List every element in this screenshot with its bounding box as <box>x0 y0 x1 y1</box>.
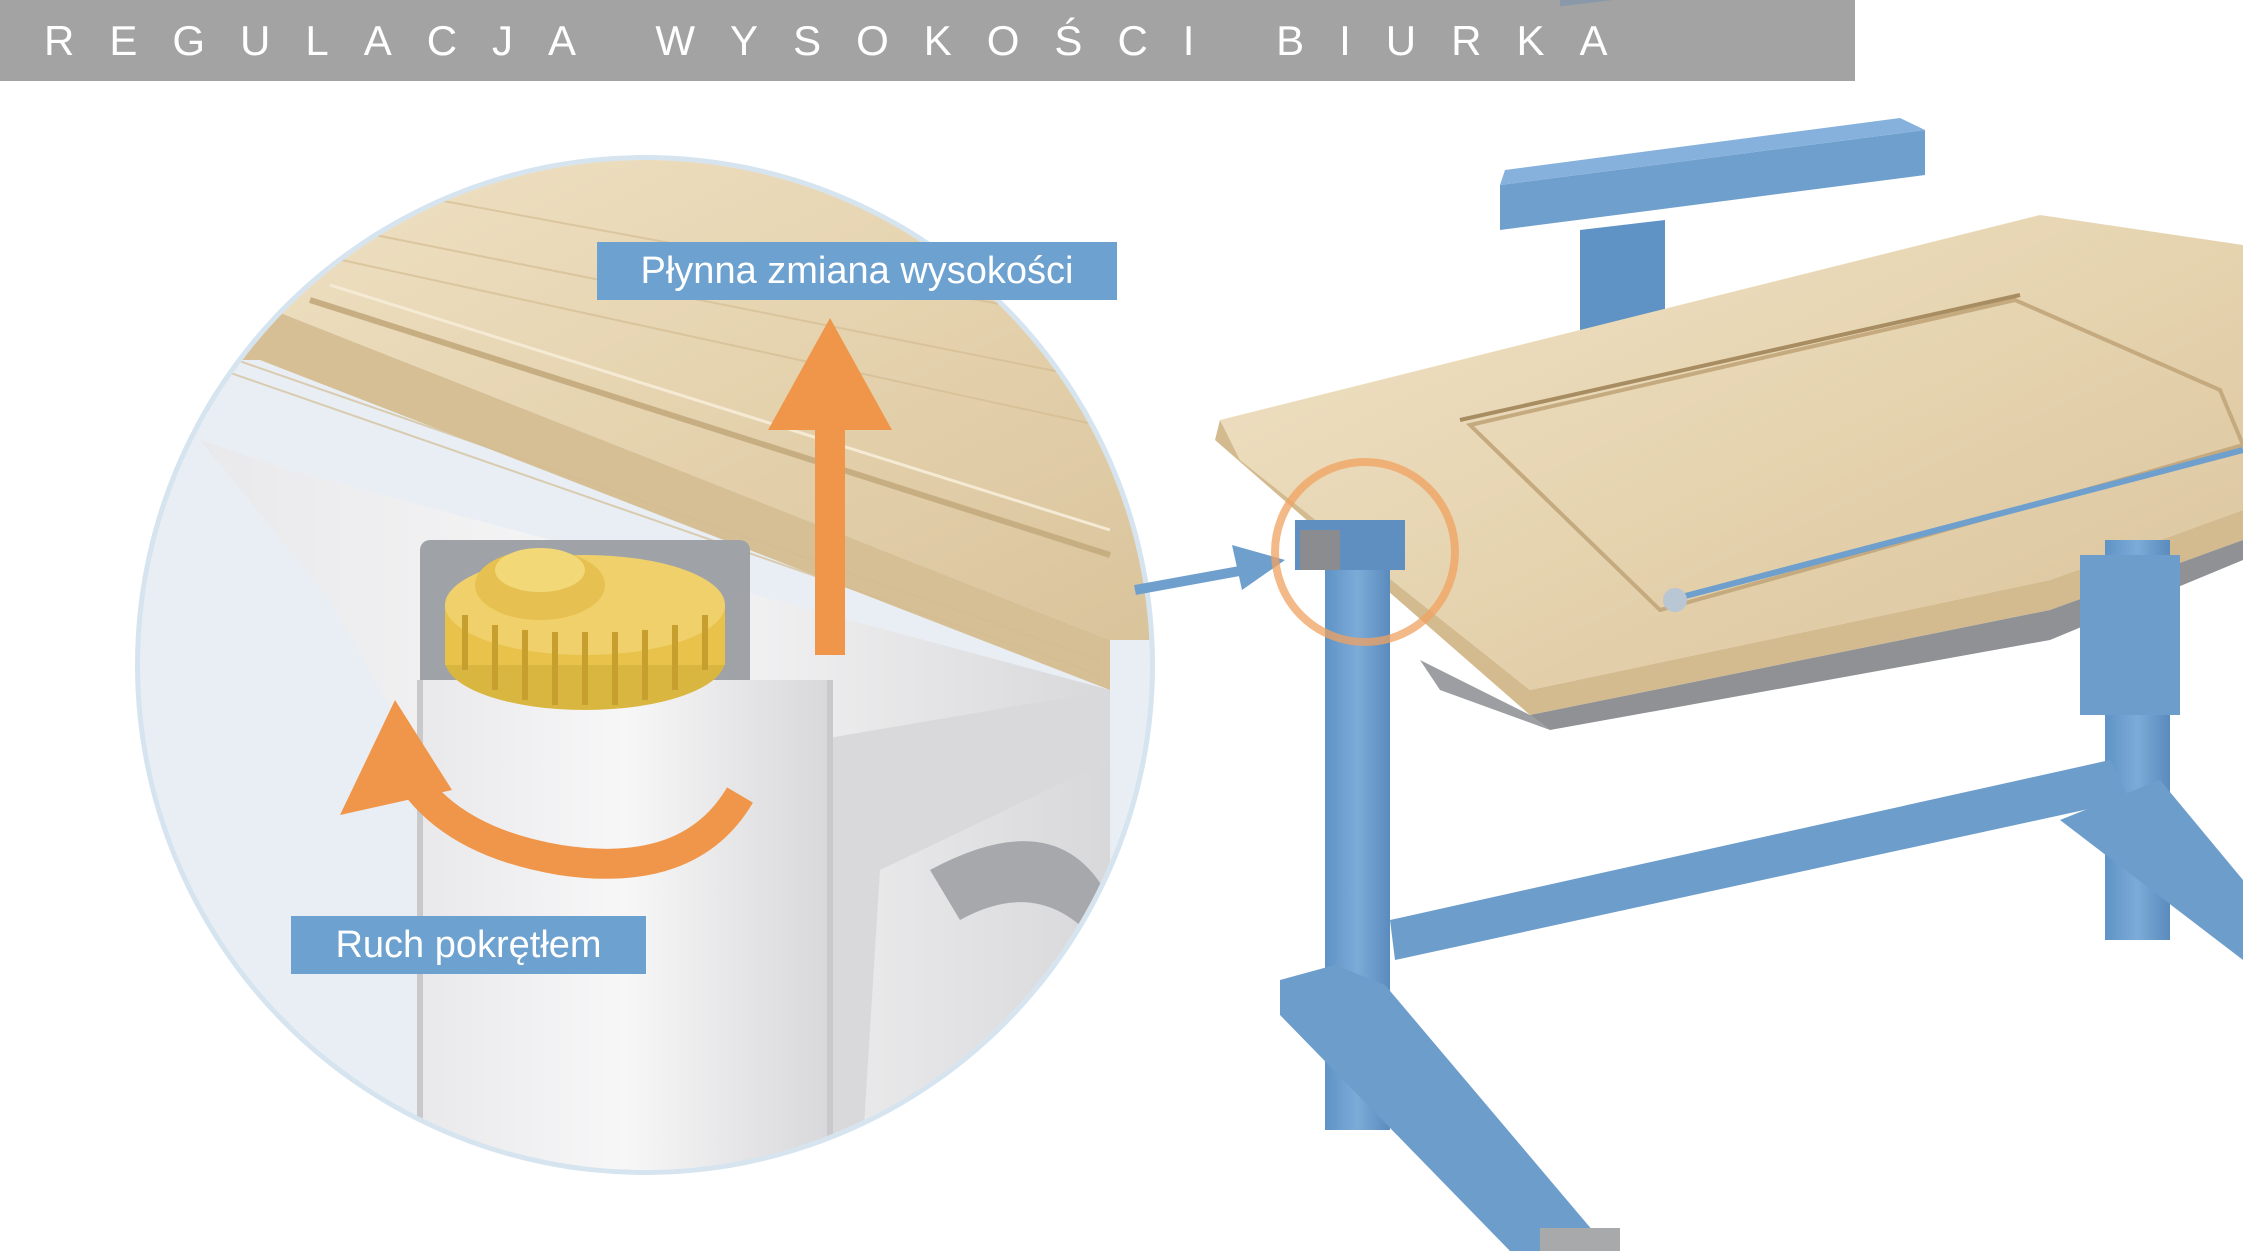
height-change-label: Płynna zmiana wysokości <box>597 242 1117 300</box>
desk-rod <box>1669 447 2243 603</box>
hook <box>930 841 1110 960</box>
desk-foot-left <box>1280 965 1610 1251</box>
desk-crossbar <box>1390 760 2130 960</box>
adjustment-knob <box>445 548 725 710</box>
zoom-detail <box>135 155 1155 1175</box>
pointer-arrow-icon <box>1134 545 1285 595</box>
knob-motion-label: Ruch pokrętłem <box>291 916 646 974</box>
desk-illustration <box>1215 0 2243 1251</box>
rotate-arrow-icon <box>340 700 753 879</box>
desk-top <box>1220 215 2243 690</box>
page-title: REGULACJA WYSOKOŚCI BIURKA <box>44 16 1643 64</box>
title-bar: REGULACJA WYSOKOŚCI BIURKA <box>0 0 1855 81</box>
shelf-post <box>1580 220 1665 340</box>
desk-shelf <box>1500 130 1925 230</box>
desk-foot-right <box>2060 780 2243 960</box>
knob-highlight-circle <box>1271 458 1459 646</box>
arrow-up-icon <box>768 318 892 655</box>
